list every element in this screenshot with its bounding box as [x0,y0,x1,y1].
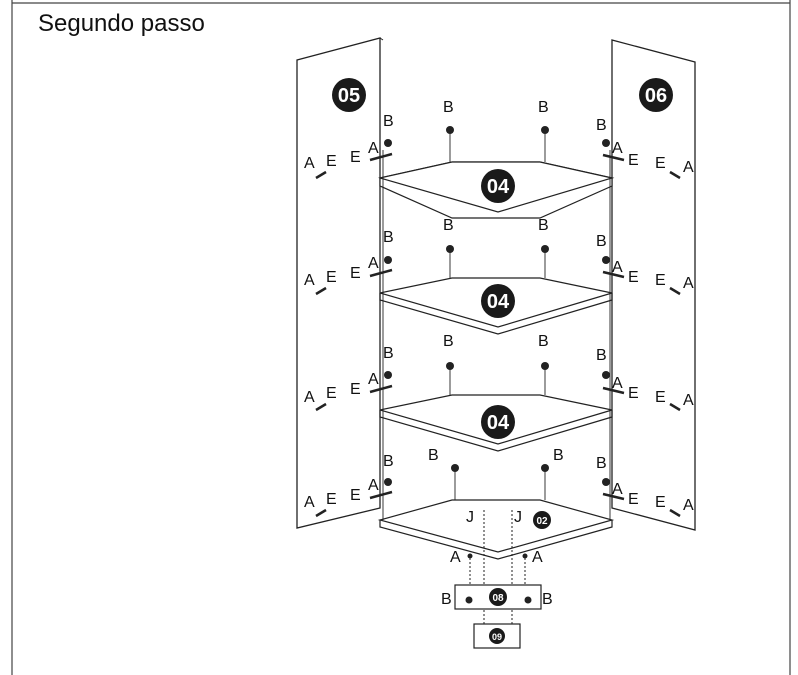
label-a: A [532,549,543,566]
svg-text:04: 04 [487,291,510,313]
label-e: E [655,389,666,406]
svg-text:08: 08 [492,593,504,604]
label-e: E [350,149,361,166]
label-e: E [655,155,666,172]
svg-text:04: 04 [487,176,510,198]
step-title: Segundo passo [38,10,205,37]
label-a: A [450,549,461,566]
label-a: A [612,140,623,157]
dashed-connector-lines [469,510,526,630]
label-a: A [368,477,379,494]
label-b: B [443,217,454,234]
label-e: E [326,385,337,402]
label-a: A [612,375,623,392]
badge-08: 08 [489,588,507,606]
badge-04-lower: 04 [481,405,515,439]
label-b: B [596,233,607,250]
label-j: J [514,509,522,526]
label-b: B [538,217,549,234]
badge-09: 09 [489,628,505,644]
label-a: A [304,494,315,511]
label-b: B [441,591,452,608]
badge-06: 06 [639,78,673,112]
label-b: B [538,99,549,116]
left-side-panel [296,37,381,529]
label-e: E [628,269,639,286]
badge-04-top: 04 [481,169,515,203]
svg-text:04: 04 [487,412,510,434]
label-b: B [383,113,394,130]
label-e: E [326,491,337,508]
label-b: B [383,453,394,470]
label-e: E [628,385,639,402]
label-b: B [428,447,439,464]
hardware-bolts [384,126,610,604]
label-a: A [683,275,694,292]
label-e: E [326,153,337,170]
hardware-labels: B B B B A E E A A E E A B B B B A E E A … [304,99,694,608]
badge-05: 05 [332,78,366,112]
label-e: E [655,494,666,511]
label-b: B [542,591,553,608]
svg-text:05: 05 [338,85,360,107]
badge-04-middle: 04 [481,284,515,318]
label-a: A [612,481,623,498]
label-b: B [443,99,454,116]
label-e: E [350,265,361,282]
svg-text:02: 02 [536,516,548,527]
label-a: A [683,159,694,176]
guide-lines [382,130,611,520]
label-b: B [443,333,454,350]
label-a: A [368,255,379,272]
label-a: A [683,497,694,514]
label-b: B [383,229,394,246]
label-b: B [596,455,607,472]
label-a: A [304,272,315,289]
label-b: B [383,345,394,362]
label-e: E [350,381,361,398]
label-a: A [612,259,623,276]
dowel-marks [315,152,681,518]
label-e: E [655,272,666,289]
label-b: B [553,447,564,464]
bottom-shelf [377,499,615,560]
svg-text:06: 06 [645,85,667,107]
label-a: A [304,155,315,172]
label-e: E [628,491,639,508]
label-a: A [368,371,379,388]
label-b: B [596,117,607,134]
label-j: J [466,509,474,526]
badge-02: 02 [533,511,551,529]
label-e: E [326,269,337,286]
label-e: E [350,487,361,504]
svg-text:09: 09 [492,632,502,642]
label-a: A [368,140,379,157]
label-a: A [304,389,315,406]
label-b: B [596,347,607,364]
label-b: B [538,333,549,350]
label-a: A [683,392,694,409]
label-e: E [628,152,639,169]
